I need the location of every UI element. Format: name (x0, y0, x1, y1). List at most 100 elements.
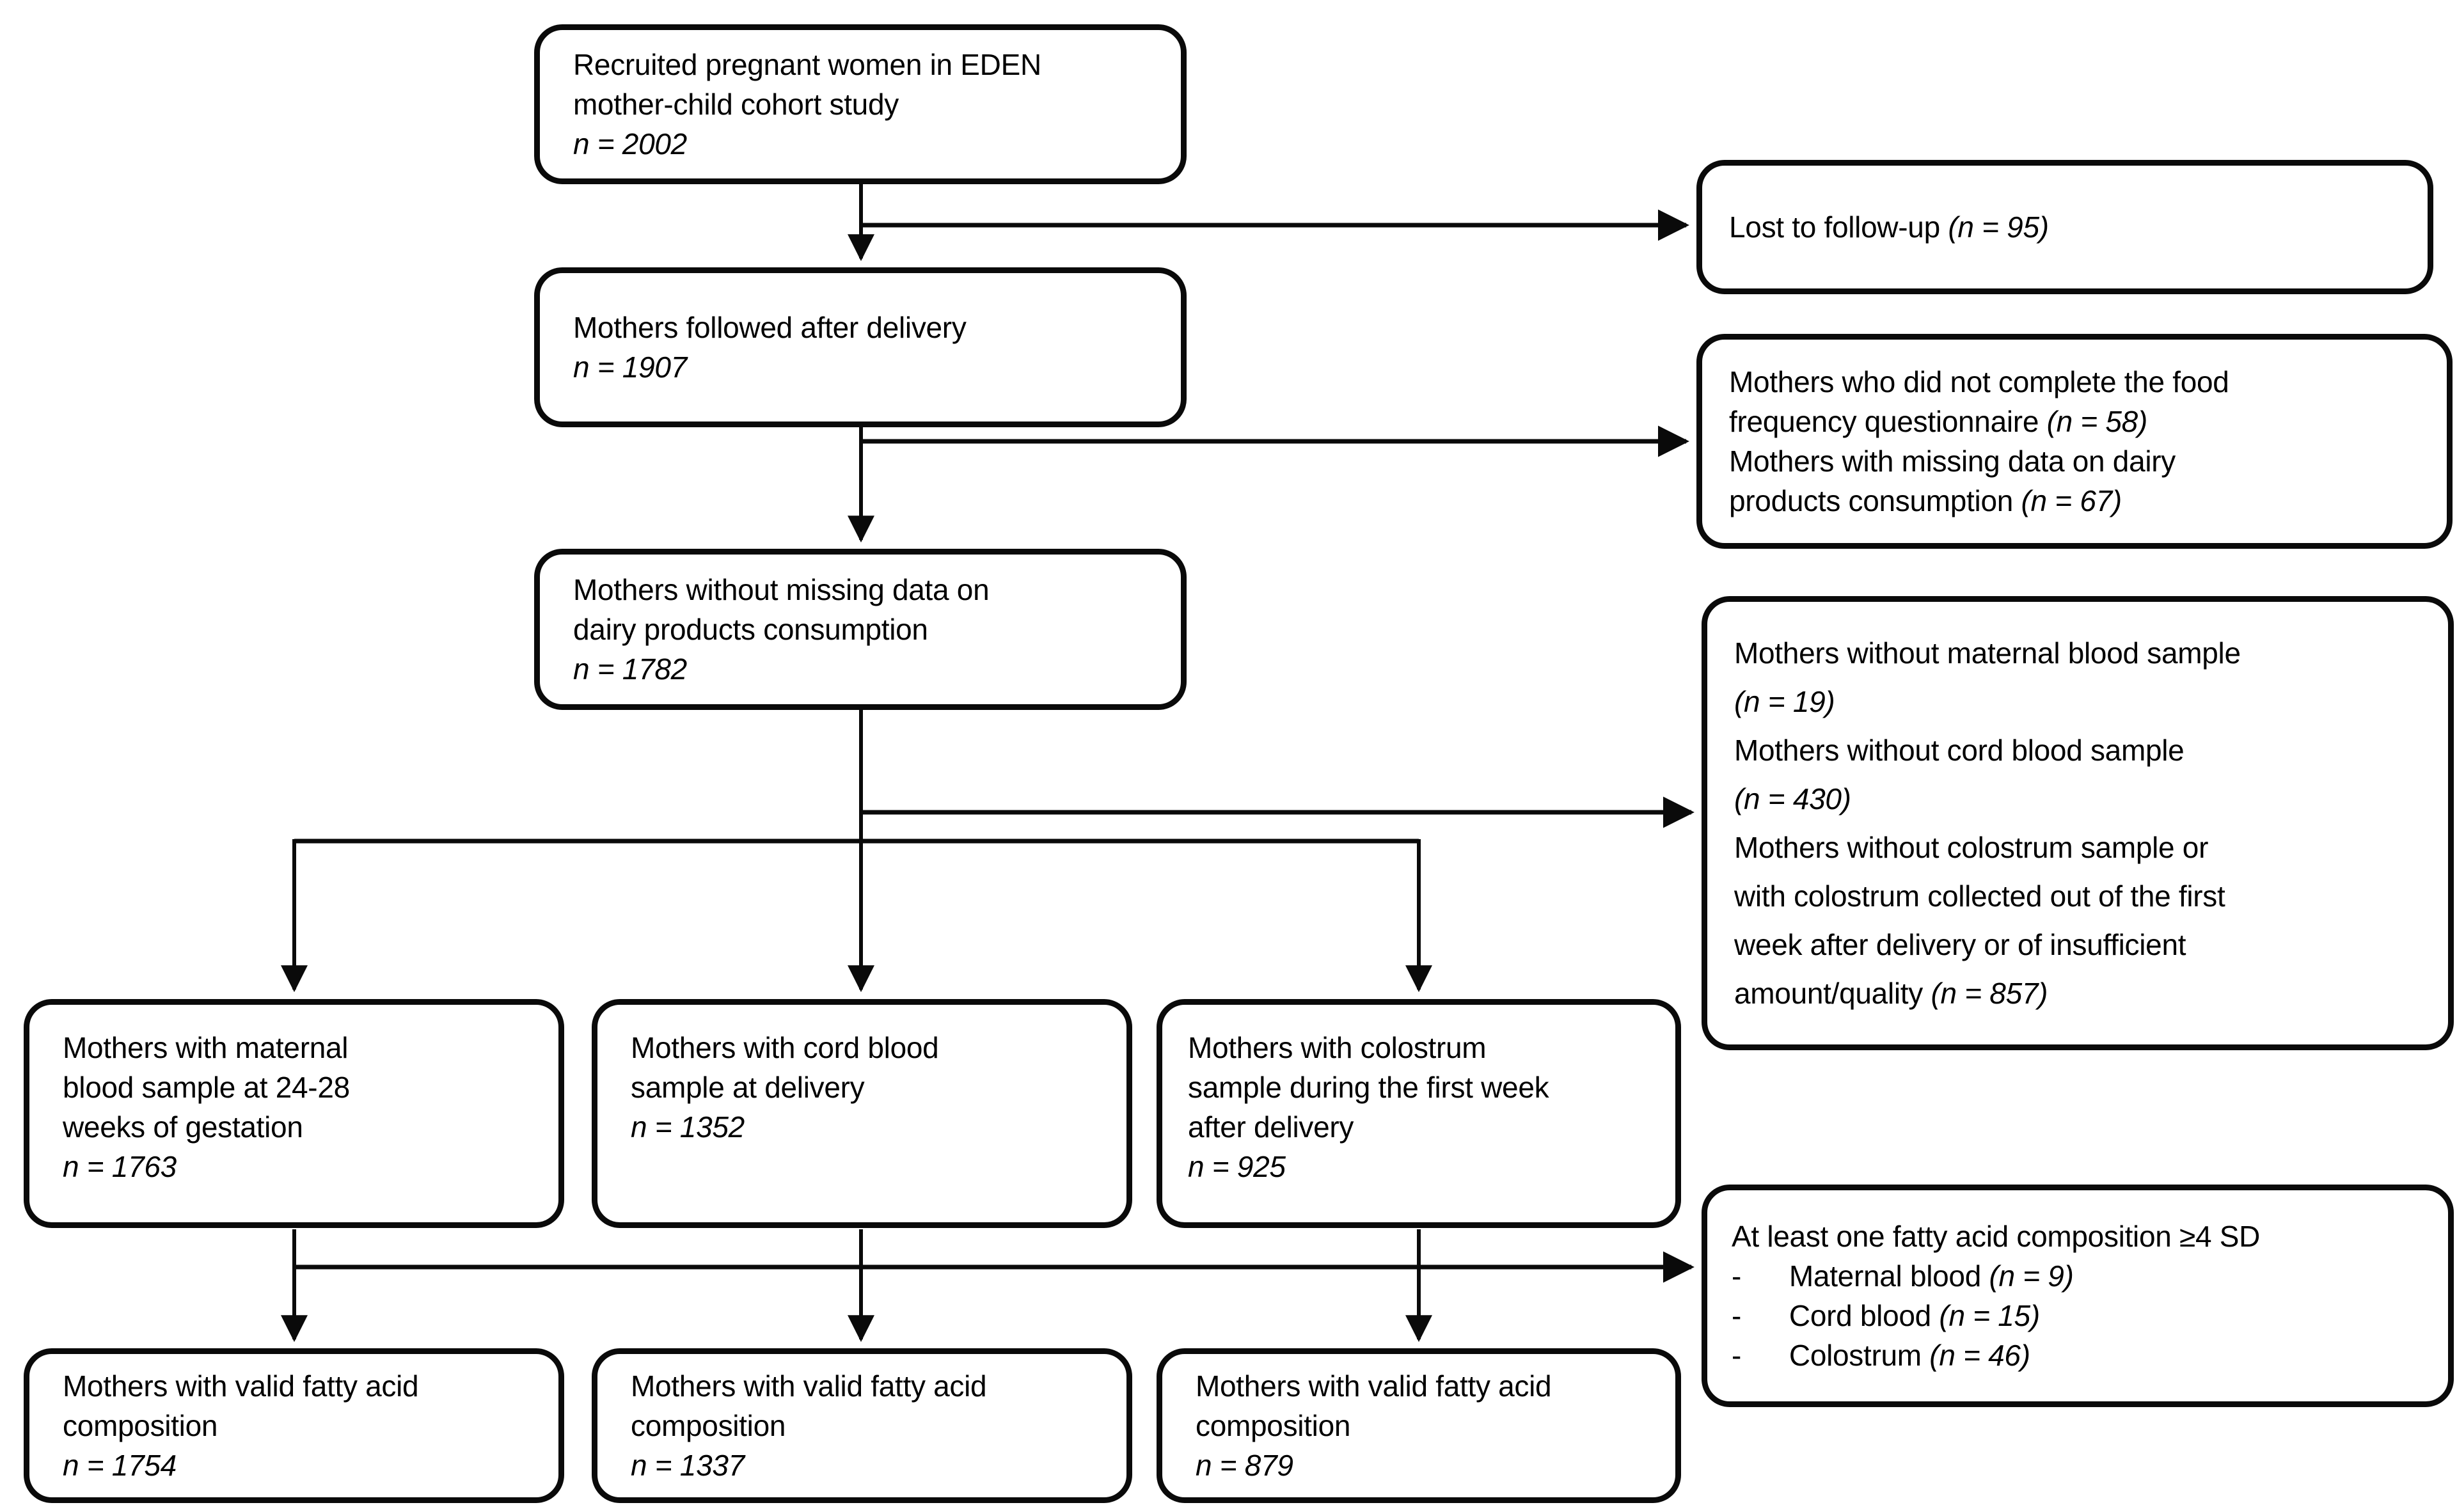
text-segment: - Maternal blood (1732, 1259, 1989, 1293)
text-segment: products consumption (1729, 484, 2021, 517)
text-line: Mothers without colostrum sample or (1734, 823, 2430, 872)
text-segment: sample during the first week (1188, 1071, 1549, 1104)
text-segment: Mothers with valid fatty acid (63, 1369, 419, 1403)
text-segment: blood sample at 24-28 (63, 1071, 350, 1104)
text-line: (n = 430) (1734, 775, 2430, 823)
text-segment: Mothers followed after delivery (573, 311, 967, 344)
text-line: (n = 19) (1734, 677, 2430, 726)
text-segment: composition (63, 1409, 218, 1442)
count-text: (n = 67) (2021, 484, 2122, 517)
text-line: composition (631, 1406, 1109, 1445)
text-segment: week after delivery or of insufficient (1734, 928, 2186, 961)
text-segment: sample at delivery (631, 1071, 865, 1104)
text-line: dairy products consumption (573, 610, 1163, 649)
flow-box-colostrum-sample: Mothers with colostrum sample during the … (1157, 999, 1681, 1228)
text-line: n = 1352 (631, 1107, 1109, 1147)
flow-box-lost-to-follow-up: Lost to follow-up (n = 95) (1696, 160, 2433, 294)
count-text: n = 925 (1188, 1150, 1286, 1183)
text-line: n = 1754 (63, 1445, 541, 1485)
text-segment: weeks of gestation (63, 1110, 303, 1144)
text-segment: mother-child cohort study (573, 88, 899, 121)
text-segment: Recruited pregnant women in EDEN (573, 48, 1041, 81)
flow-box-no-missing-dairy-data: Mothers without missing data on dairy pro… (534, 549, 1187, 710)
text-segment: Mothers with missing data on dairy (1729, 445, 2176, 478)
text-line: Mothers with missing data on dairy (1729, 441, 2429, 481)
text-line: blood sample at 24-28 (63, 1067, 541, 1107)
flow-box-valid-fatty-acid-maternal: Mothers with valid fatty acid composition… (24, 1348, 564, 1503)
text-line: Mothers with valid fatty acid (1196, 1366, 1657, 1406)
count-text: n = 1782 (573, 652, 687, 686)
text-segment: Mothers with colostrum (1188, 1031, 1487, 1064)
text-line: composition (1196, 1406, 1657, 1445)
text-line: Mothers with maternal (63, 1028, 541, 1067)
count-text: (n = 430) (1734, 782, 1851, 815)
text-line: products consumption (n = 67) (1729, 481, 2429, 521)
count-text: (n = 19) (1734, 685, 1835, 718)
text-line: n = 1782 (573, 649, 1163, 689)
text-segment: Mothers without maternal blood sample (1734, 636, 2241, 670)
text-line: - Colostrum (n = 46) (1732, 1335, 2430, 1375)
text-segment: - Colostrum (1732, 1339, 1930, 1372)
text-segment: At least one fatty acid composition ≥4 S… (1732, 1220, 2261, 1253)
text-line: Mothers followed after delivery (573, 308, 1163, 347)
text-line: mother-child cohort study (573, 84, 1163, 124)
text-segment: Mothers with valid fatty acid (631, 1369, 987, 1403)
count-text: (n = 95) (1948, 210, 2049, 244)
text-line: with colostrum collected out of the firs… (1734, 872, 2430, 920)
flow-box-cord-blood-sample: Mothers with cord blood sample at deliver… (592, 999, 1132, 1228)
text-line: n = 925 (1188, 1147, 1657, 1186)
text-segment: composition (631, 1409, 786, 1442)
count-text: n = 1352 (631, 1110, 745, 1144)
text-segment: composition (1196, 1409, 1351, 1442)
text-line: week after delivery or of insufficient (1734, 920, 2430, 969)
text-segment: Mothers with cord blood (631, 1031, 939, 1064)
flow-box-ffq-exclusions: Mothers who did not complete the food fre… (1696, 334, 2453, 549)
text-segment: Mothers without missing data on (573, 573, 990, 606)
text-segment: amount/quality (1734, 977, 1931, 1010)
text-segment: after delivery (1188, 1110, 1354, 1144)
text-segment: Mothers who did not complete the food (1729, 365, 2229, 398)
flow-box-sample-exclusions: Mothers without maternal blood sample (n … (1702, 596, 2454, 1050)
text-line: n = 2002 (573, 124, 1163, 164)
text-line: after delivery (1188, 1107, 1657, 1147)
text-line: sample during the first week (1188, 1067, 1657, 1107)
flow-box-fatty-acid-outliers: At least one fatty acid composition ≥4 S… (1702, 1185, 2454, 1407)
text-segment: Mothers without cord blood sample (1734, 734, 2184, 767)
text-line: composition (63, 1406, 541, 1445)
count-text: (n = 857) (1931, 977, 2048, 1010)
count-text: n = 1907 (573, 350, 687, 384)
text-line: Mothers with valid fatty acid (631, 1366, 1109, 1406)
text-line: n = 1763 (63, 1147, 541, 1186)
text-line: amount/quality (n = 857) (1734, 969, 2430, 1018)
text-line: Recruited pregnant women in EDEN (573, 45, 1163, 84)
count-text: n = 1754 (63, 1449, 177, 1482)
text-line: Mothers with colostrum (1188, 1028, 1657, 1067)
text-line: n = 879 (1196, 1445, 1657, 1485)
count-text: (n = 46) (1929, 1339, 2030, 1372)
flow-box-recruited: Recruited pregnant women in EDEN mother-c… (534, 24, 1187, 184)
flow-box-maternal-blood-sample: Mothers with maternal blood sample at 24-… (24, 999, 564, 1228)
text-segment: frequency questionnaire (1729, 405, 2047, 438)
text-segment: - Cord blood (1732, 1299, 1940, 1332)
text-line: Mothers who did not complete the food (1729, 362, 2429, 402)
text-line: n = 1337 (631, 1445, 1109, 1485)
text-line: Lost to follow-up (n = 95) (1729, 207, 2410, 247)
count-text: n = 1337 (631, 1449, 745, 1482)
text-segment: Lost to follow-up (1729, 210, 1948, 244)
text-line: Mothers with cord blood (631, 1028, 1109, 1067)
text-line: frequency questionnaire (n = 58) (1729, 402, 2429, 441)
count-text: n = 1763 (63, 1150, 177, 1183)
count-text: n = 879 (1196, 1449, 1293, 1482)
text-line: Mothers without cord blood sample (1734, 726, 2430, 775)
text-line: Mothers without missing data on (573, 570, 1163, 610)
text-segment: dairy products consumption (573, 613, 928, 646)
text-segment: with colostrum collected out of the firs… (1734, 879, 2225, 913)
text-line: n = 1907 (573, 347, 1163, 387)
text-line: - Cord blood (n = 15) (1732, 1296, 2430, 1335)
text-line: Mothers with valid fatty acid (63, 1366, 541, 1406)
text-segment: Mothers without colostrum sample or (1734, 831, 2209, 864)
flow-box-valid-fatty-acid-cord: Mothers with valid fatty acid composition… (592, 1348, 1132, 1503)
